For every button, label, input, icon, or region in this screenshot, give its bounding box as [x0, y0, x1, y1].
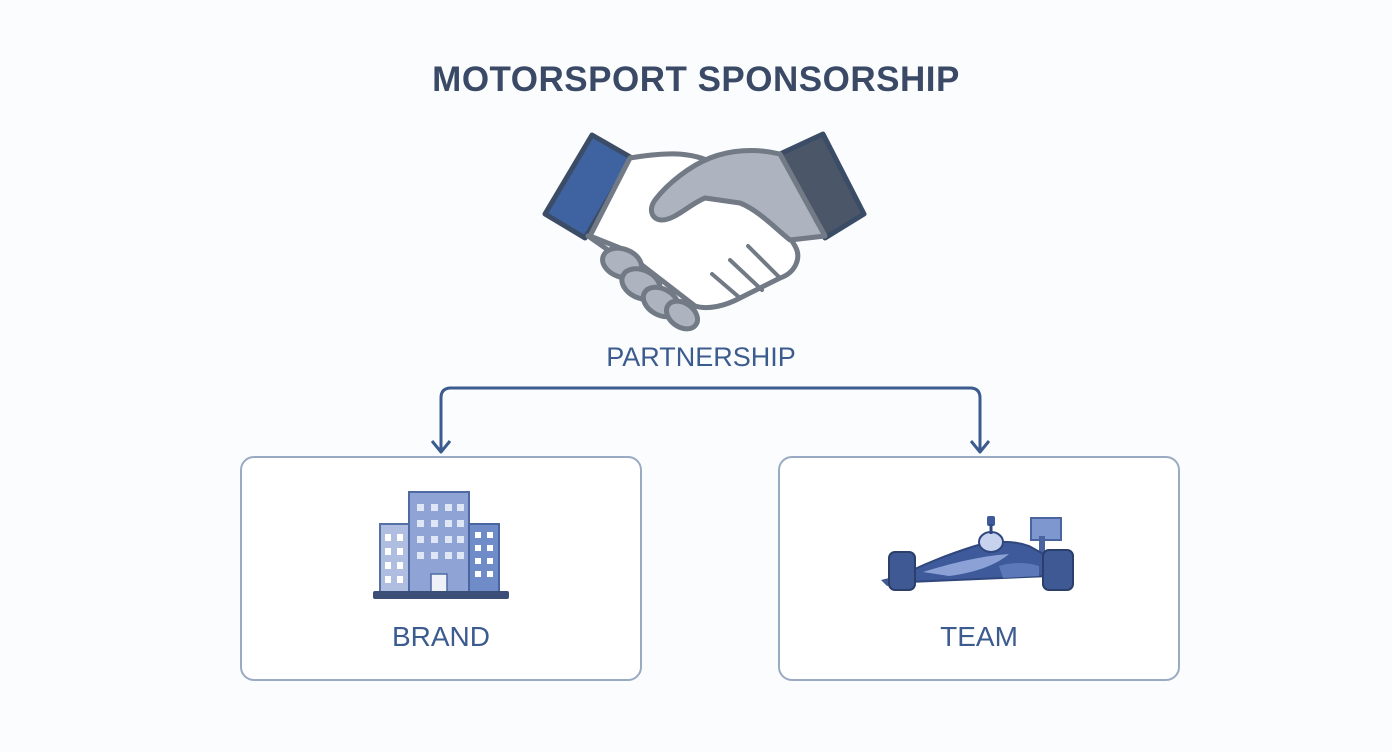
office-buildings-icon [373, 491, 509, 599]
partnership-label: PARTNERSHIP [606, 342, 796, 372]
team-label: TEAM [940, 621, 1018, 652]
arrow-down-icon-right [969, 440, 991, 454]
handshake-icon [542, 131, 867, 332]
race-car-icon [881, 516, 1074, 591]
arrow-down-icon-left [430, 440, 452, 454]
team-box: TEAM [778, 456, 1180, 681]
diagram-title: MOTORSPORT SPONSORSHIP [432, 60, 960, 99]
brand-box: BRAND [240, 456, 642, 681]
brand-label: BRAND [391, 621, 490, 652]
